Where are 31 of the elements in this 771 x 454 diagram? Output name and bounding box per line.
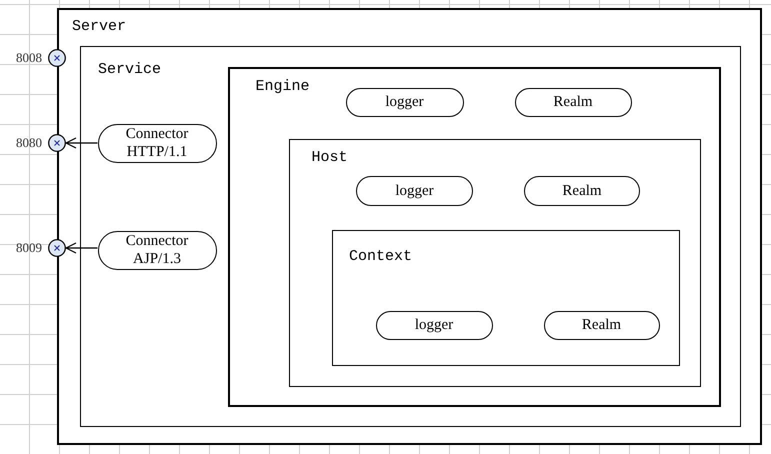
port-number: 8080 bbox=[16, 135, 42, 151]
component-label: Connector AJP/1.3 bbox=[124, 232, 190, 268]
component-pill bbox=[98, 124, 216, 162]
component-pill bbox=[346, 88, 464, 116]
container-title: Host bbox=[312, 148, 348, 166]
component-pill bbox=[544, 310, 660, 340]
container-box bbox=[80, 46, 741, 427]
component-label: logger bbox=[384, 93, 425, 111]
component-label: Realm bbox=[561, 182, 603, 200]
component-label: Realm bbox=[552, 93, 594, 111]
component-pill bbox=[98, 230, 216, 270]
container-box bbox=[288, 138, 700, 386]
container-title: Context bbox=[349, 248, 412, 265]
component-label: logger bbox=[394, 182, 435, 200]
port-number: 8009 bbox=[16, 240, 42, 256]
component-pill bbox=[356, 176, 473, 206]
component-label: Realm bbox=[580, 316, 622, 334]
component-pill bbox=[376, 310, 492, 340]
container-box bbox=[228, 66, 720, 406]
component-pill bbox=[524, 176, 640, 206]
container-box bbox=[332, 230, 680, 366]
container-box bbox=[57, 8, 762, 445]
port-number: 8008 bbox=[16, 50, 42, 66]
component-label: Connector HTTP/1.1 bbox=[124, 125, 190, 161]
component-label: logger bbox=[414, 316, 454, 334]
component-pill bbox=[514, 88, 632, 116]
container-title: Server bbox=[72, 18, 126, 35]
arrow bbox=[65, 242, 98, 254]
container-title: Service bbox=[98, 61, 162, 78]
arrow bbox=[65, 137, 98, 149]
container-title: Engine bbox=[256, 78, 310, 94]
